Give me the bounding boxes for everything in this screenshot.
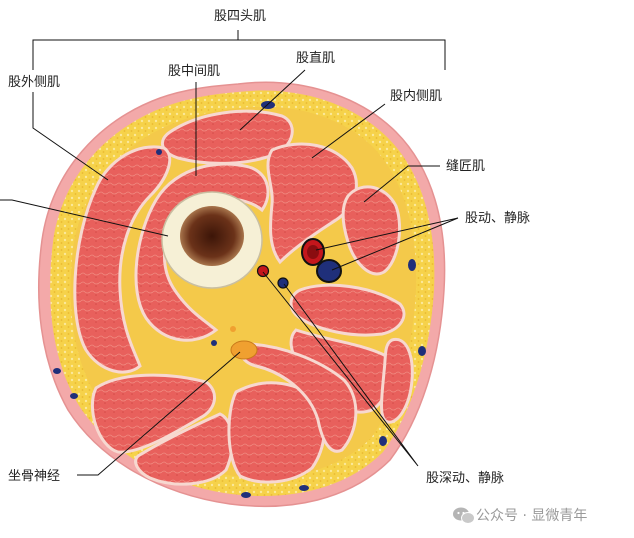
vastus-lateralis-muscle [73, 145, 172, 374]
label-sciatic-nerve: 坐骨神经 [8, 469, 60, 484]
superficial-vein [299, 485, 309, 491]
cross-section [38, 81, 446, 508]
adductor-muscle-upper [289, 283, 406, 337]
label-deep-femoral-vessels: 股深动、静脉 [426, 471, 504, 486]
superficial-vein [70, 393, 78, 399]
leader-vastus-lateralis [32, 92, 109, 181]
label-quadriceps: 股四头肌 [214, 9, 266, 24]
quadriceps-bracket [32, 30, 446, 70]
leader-femoral-vessels [315, 217, 459, 271]
gracilis-muscle [380, 338, 414, 424]
wechat-icon [453, 507, 475, 524]
semimembranosus-muscle [227, 381, 327, 484]
small-vessel [156, 149, 162, 155]
leader-femur [0, 199, 169, 237]
label-vastus-lateralis: 股外侧肌 [8, 75, 60, 90]
small-vessel [230, 326, 236, 332]
small-vessel [211, 340, 217, 346]
superficial-vein [379, 436, 387, 446]
superficial-vein [53, 368, 61, 374]
superficial-vein [418, 346, 426, 356]
vastus-medialis-muscle [266, 142, 358, 265]
femoral-artery-lumen [307, 245, 319, 259]
deep-femoral-vein [277, 277, 289, 289]
watermark-text: 公众号 · 显微青年 [476, 508, 587, 524]
leader-sartorius [363, 165, 440, 203]
semitendinosus-muscle [134, 412, 234, 486]
adductor-magnus-muscle [240, 342, 358, 453]
sartorius-muscle [341, 185, 402, 276]
label-vastus-intermedius: 股中间肌 [168, 64, 220, 79]
leader-lines [0, 30, 459, 476]
leader-sciatic-nerve [77, 351, 241, 476]
superficial-vein [261, 101, 275, 109]
femoral-vein [316, 259, 342, 283]
leader-rectus-femoris [239, 69, 306, 131]
leader-vastus-medialis [311, 103, 386, 159]
superficial-vein [408, 259, 416, 271]
leader-deep-femoral-vessels [262, 271, 419, 467]
superficial-vein [241, 492, 251, 498]
label-vastus-medialis: 股内侧肌 [390, 88, 442, 104]
deep-femoral-artery [256, 264, 270, 278]
label-rectus-femoris: 股直肌 [296, 51, 335, 66]
femur-marrow [180, 206, 244, 266]
label-sartorius: 缝匠肌 [446, 159, 485, 174]
watermark: 公众号 · 显微青年 [453, 507, 587, 524]
label-femoral-vessels: 股动、静脉 [465, 211, 530, 226]
biceps-femoris-muscle [91, 373, 216, 454]
